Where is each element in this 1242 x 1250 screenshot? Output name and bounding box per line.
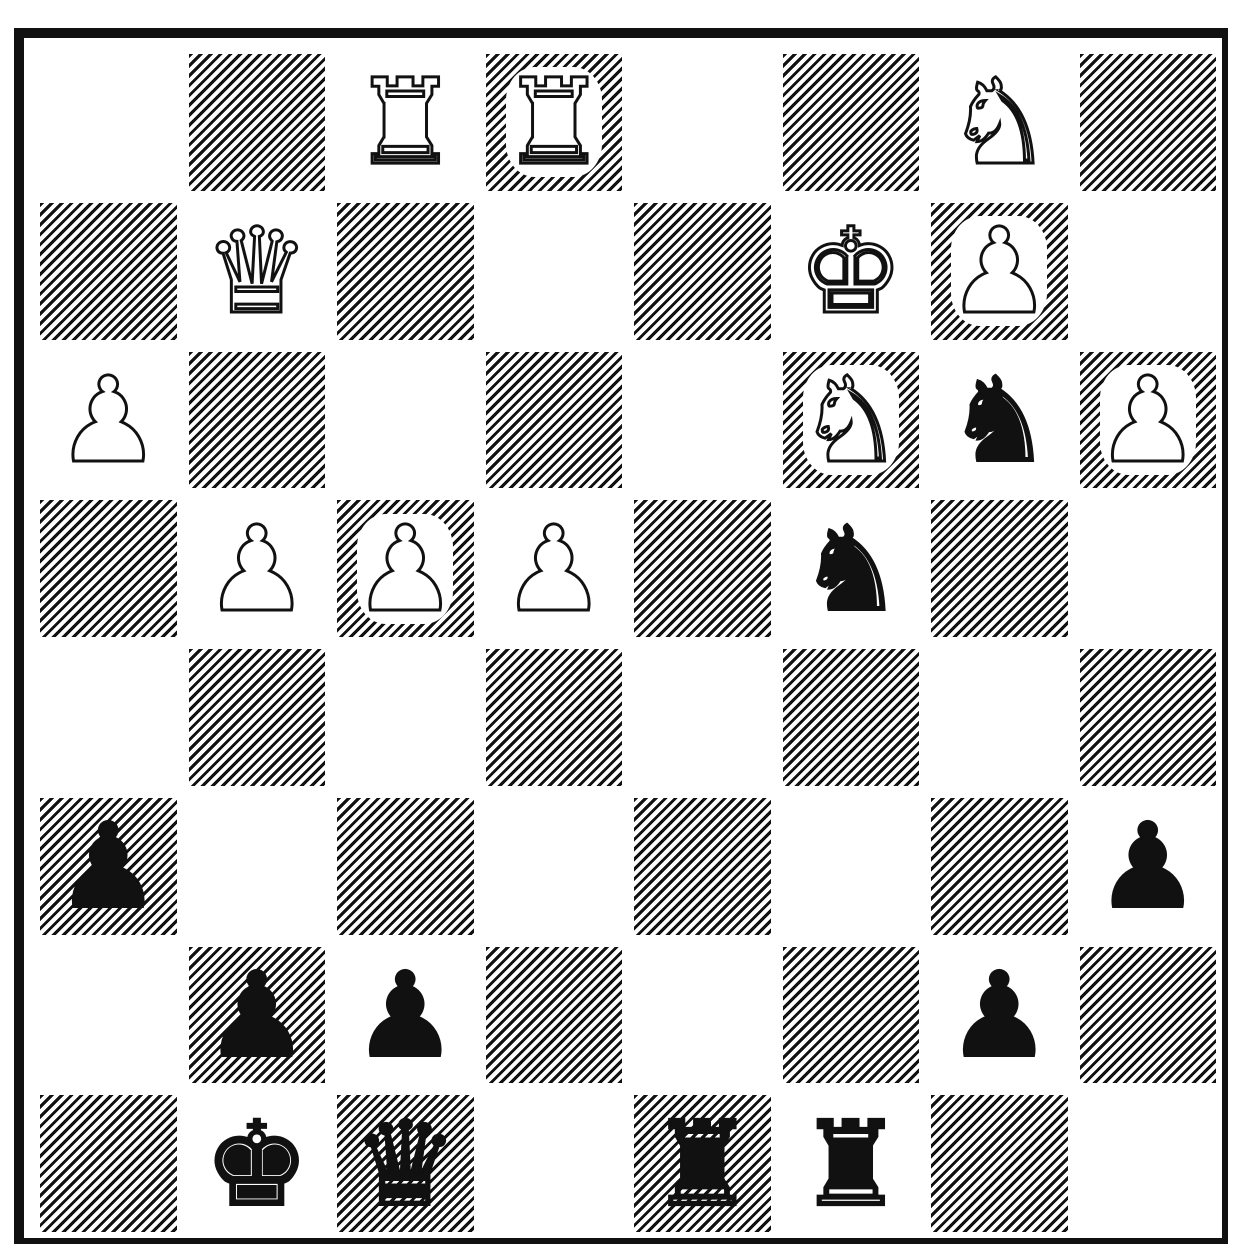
square-e3[interactable]: [628, 792, 777, 941]
square-c2[interactable]: ♟: [331, 941, 480, 1090]
square-h6[interactable]: ♟: [1074, 346, 1223, 495]
square-e6[interactable]: [628, 346, 777, 495]
white-knight-piece[interactable]: ♞: [946, 63, 1052, 181]
square-d8[interactable]: ♜: [480, 48, 629, 197]
white-knight-piece[interactable]: ♞: [798, 361, 904, 479]
square-d7[interactable]: [480, 197, 629, 346]
chessboard-frame: ♜ ♜ ♞ ♛ ♚ ♟ ♟ ♞ ♞ ♟ ♟ ♟ ♟ ♞ ♟ ♟ ♟ ♟ ♟ ♚ ♛ ♜ ♜: [14, 28, 1228, 1244]
square-h3[interactable]: ♟: [1074, 792, 1223, 941]
square-a2[interactable]: [34, 941, 183, 1090]
square-c5[interactable]: ♟: [331, 494, 480, 643]
black-pawn-piece[interactable]: ♟: [55, 807, 161, 925]
square-a7[interactable]: [34, 197, 183, 346]
square-c6[interactable]: [331, 346, 480, 495]
square-g6[interactable]: ♞: [925, 346, 1074, 495]
square-f2[interactable]: [777, 941, 926, 1090]
square-b7[interactable]: ♛: [183, 197, 332, 346]
square-f6[interactable]: ♞: [777, 346, 926, 495]
square-b2[interactable]: ♟: [183, 941, 332, 1090]
square-g7[interactable]: ♟: [925, 197, 1074, 346]
square-d3[interactable]: [480, 792, 629, 941]
square-e5[interactable]: [628, 494, 777, 643]
black-queen-piece[interactable]: ♛: [352, 1105, 458, 1223]
square-g3[interactable]: [925, 792, 1074, 941]
square-e7[interactable]: [628, 197, 777, 346]
white-rook-piece[interactable]: ♜: [352, 63, 458, 181]
square-f1[interactable]: ♜: [777, 1089, 926, 1238]
white-pawn-piece[interactable]: ♟: [946, 212, 1052, 330]
square-a3[interactable]: ♟: [34, 792, 183, 941]
square-f4[interactable]: [777, 643, 926, 792]
white-king-piece[interactable]: ♚: [798, 212, 904, 330]
black-knight-piece[interactable]: ♞: [946, 361, 1052, 479]
square-f7[interactable]: ♚: [777, 197, 926, 346]
square-c4[interactable]: [331, 643, 480, 792]
square-g1[interactable]: [925, 1089, 1074, 1238]
square-g5[interactable]: [925, 494, 1074, 643]
square-h4[interactable]: [1074, 643, 1223, 792]
square-g8[interactable]: ♞: [925, 48, 1074, 197]
square-e4[interactable]: [628, 643, 777, 792]
square-a6[interactable]: ♟: [34, 346, 183, 495]
square-b4[interactable]: [183, 643, 332, 792]
square-b6[interactable]: [183, 346, 332, 495]
square-h8[interactable]: [1074, 48, 1223, 197]
square-d6[interactable]: [480, 346, 629, 495]
square-e1[interactable]: ♜: [628, 1089, 777, 1238]
square-d2[interactable]: [480, 941, 629, 1090]
square-f5[interactable]: ♞: [777, 494, 926, 643]
square-c8[interactable]: ♜: [331, 48, 480, 197]
black-rook-piece[interactable]: ♜: [798, 1105, 904, 1223]
square-f3[interactable]: [777, 792, 926, 941]
black-king-piece[interactable]: ♚: [204, 1105, 310, 1223]
square-c3[interactable]: [331, 792, 480, 941]
white-pawn-piece[interactable]: ♟: [352, 510, 458, 628]
white-pawn-piece[interactable]: ♟: [55, 361, 161, 479]
square-a4[interactable]: [34, 643, 183, 792]
black-pawn-piece[interactable]: ♟: [352, 956, 458, 1074]
square-b5[interactable]: ♟: [183, 494, 332, 643]
square-b1[interactable]: ♚: [183, 1089, 332, 1238]
square-d1[interactable]: [480, 1089, 629, 1238]
square-b8[interactable]: [183, 48, 332, 197]
square-d5[interactable]: ♟: [480, 494, 629, 643]
square-c7[interactable]: [331, 197, 480, 346]
square-h2[interactable]: [1074, 941, 1223, 1090]
white-rook-piece[interactable]: ♜: [501, 63, 607, 181]
square-b3[interactable]: [183, 792, 332, 941]
square-a8[interactable]: [34, 48, 183, 197]
black-pawn-piece[interactable]: ♟: [204, 956, 310, 1074]
chessboard: ♜ ♜ ♞ ♛ ♚ ♟ ♟ ♞ ♞ ♟ ♟ ♟ ♟ ♞ ♟ ♟ ♟ ♟ ♟ ♚ ♛ ♜ ♜: [34, 48, 1222, 1238]
square-h1[interactable]: [1074, 1089, 1223, 1238]
black-pawn-piece[interactable]: ♟: [946, 956, 1052, 1074]
square-a1[interactable]: [34, 1089, 183, 1238]
black-rook-piece[interactable]: ♜: [649, 1105, 755, 1223]
square-a5[interactable]: [34, 494, 183, 643]
square-c1[interactable]: ♛: [331, 1089, 480, 1238]
white-pawn-piece[interactable]: ♟: [1095, 361, 1201, 479]
square-e2[interactable]: [628, 941, 777, 1090]
square-g2[interactable]: ♟: [925, 941, 1074, 1090]
square-h7[interactable]: [1074, 197, 1223, 346]
black-knight-piece[interactable]: ♞: [798, 510, 904, 628]
square-e8[interactable]: [628, 48, 777, 197]
square-d4[interactable]: [480, 643, 629, 792]
black-pawn-piece[interactable]: ♟: [1095, 807, 1201, 925]
square-g4[interactable]: [925, 643, 1074, 792]
square-f8[interactable]: [777, 48, 926, 197]
white-pawn-piece[interactable]: ♟: [501, 510, 607, 628]
white-queen-piece[interactable]: ♛: [204, 212, 310, 330]
square-h5[interactable]: [1074, 494, 1223, 643]
white-pawn-piece[interactable]: ♟: [204, 510, 310, 628]
